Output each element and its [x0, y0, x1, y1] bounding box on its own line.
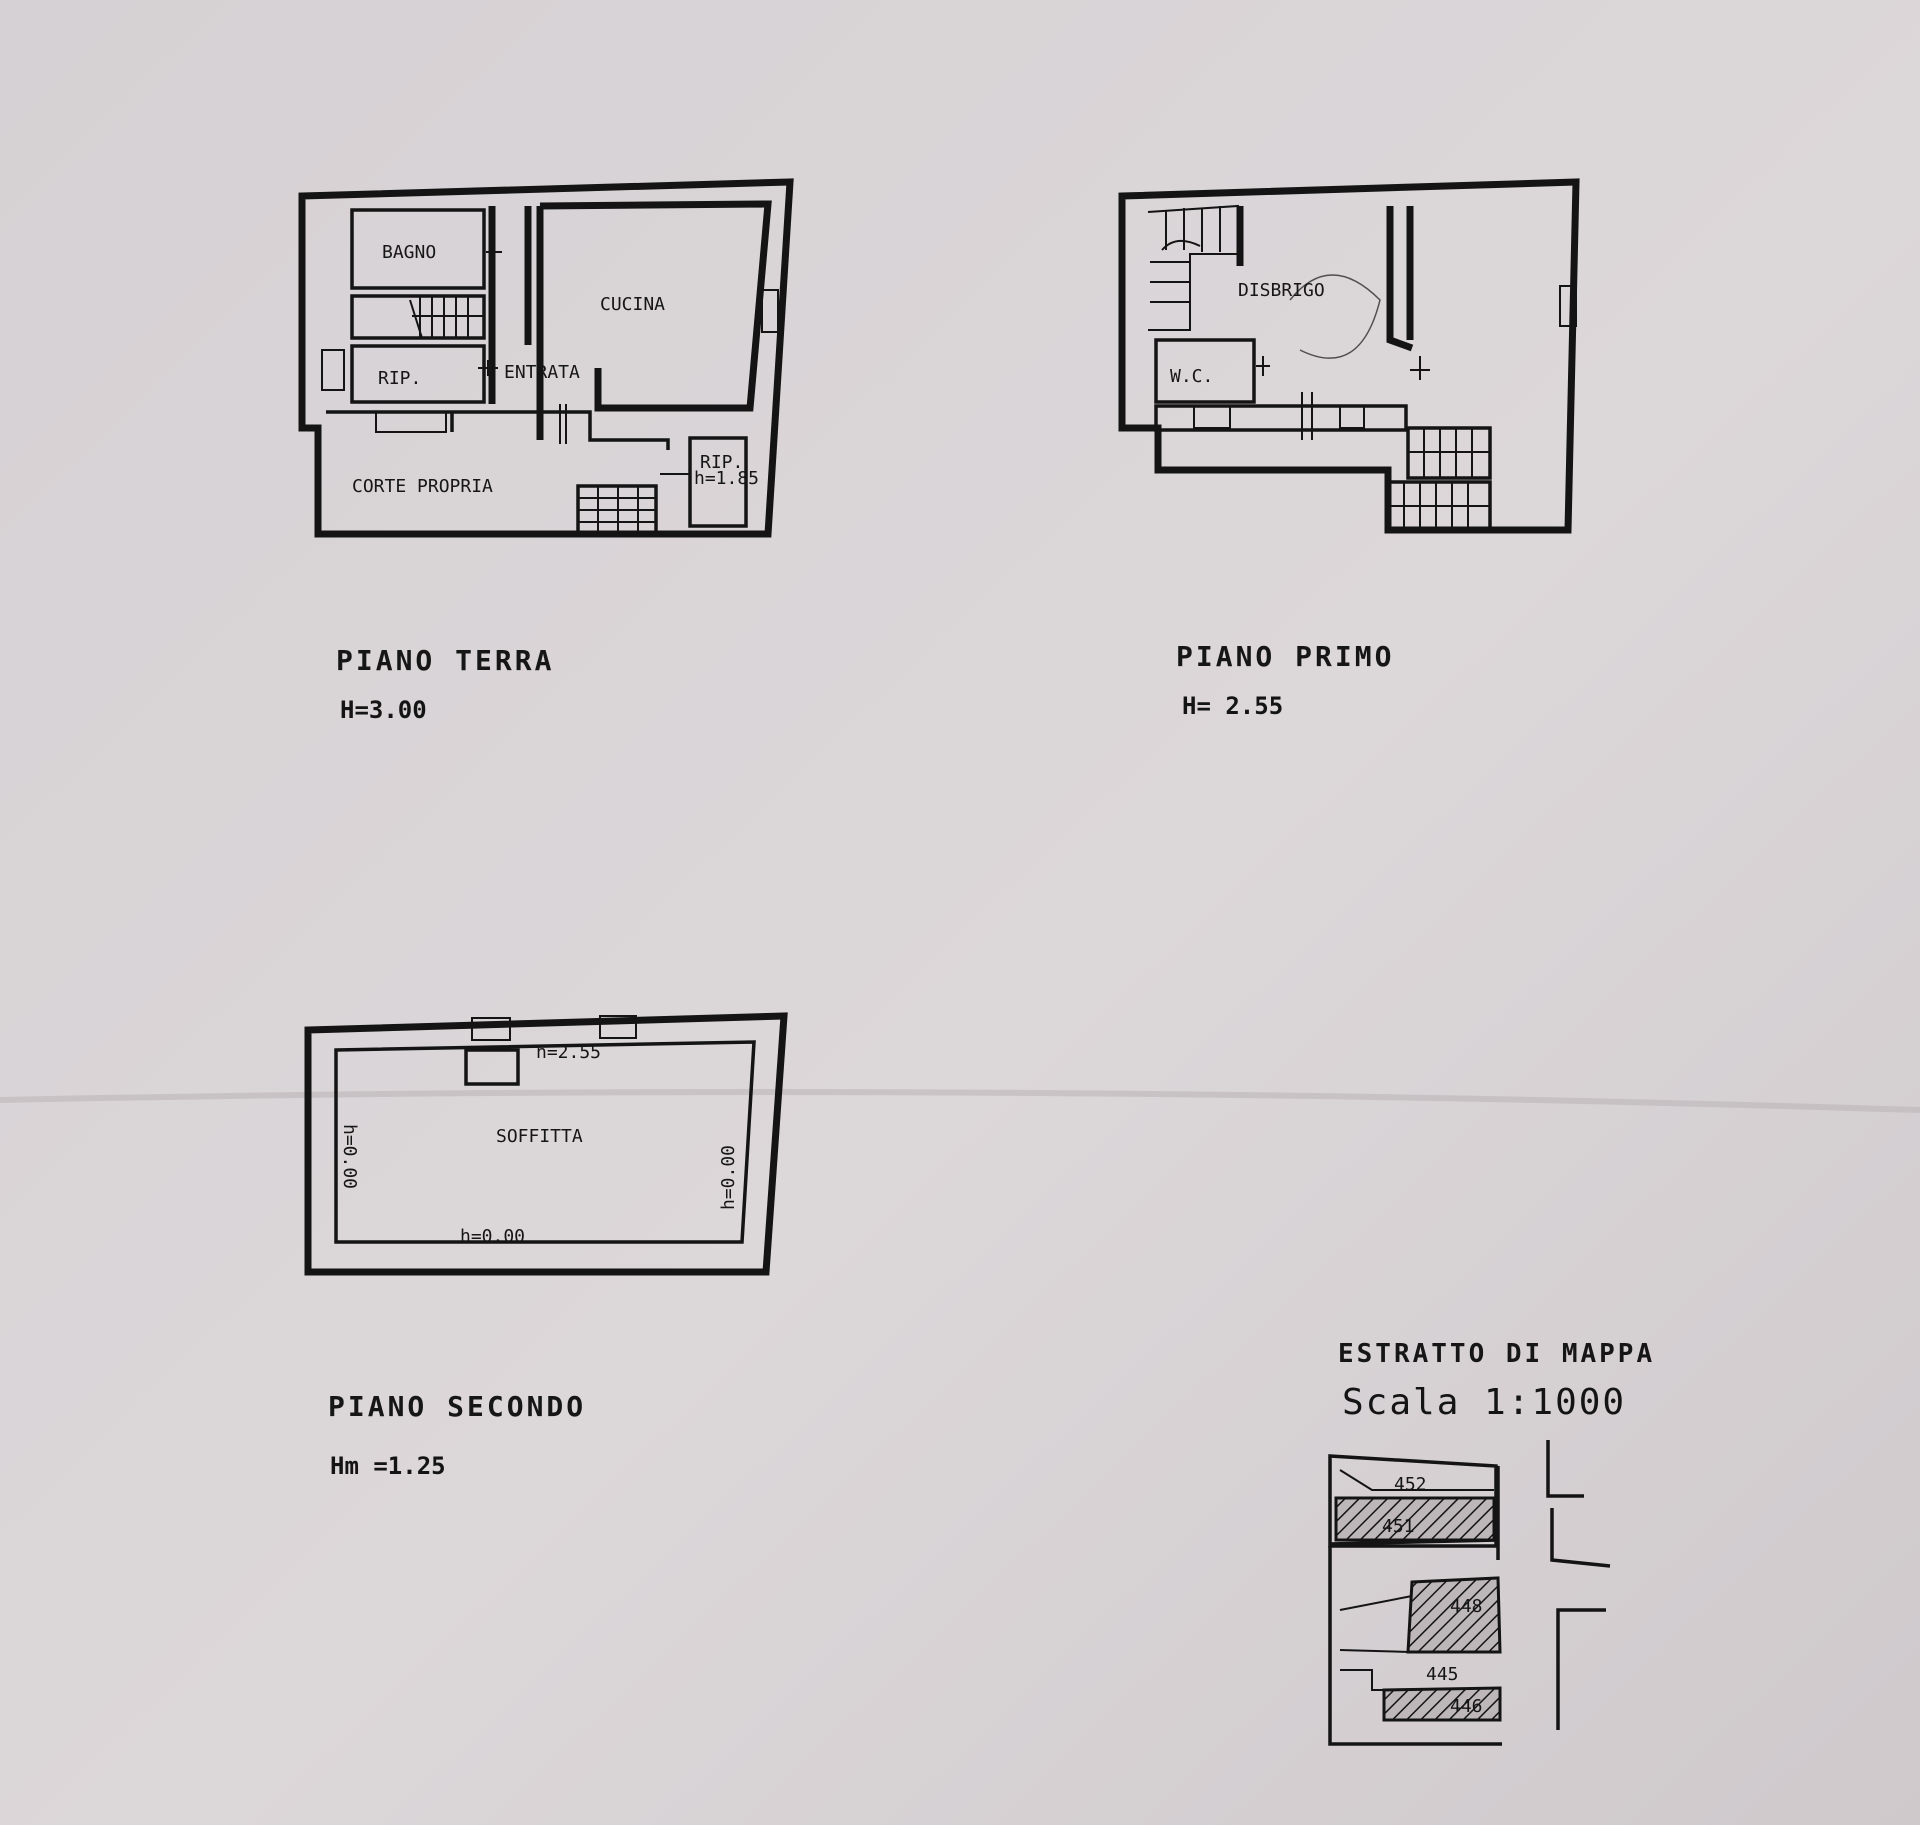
second-label-h-left: h=0.00: [339, 1124, 360, 1189]
first-wc-room: [1154, 338, 1256, 404]
parcel-label-446: 446: [1450, 1696, 1483, 1717]
paper-fold: [0, 1089, 1920, 1113]
parcel-451: [1334, 1496, 1496, 1542]
map-extract-title: ESTRATTO DI MAPPA: [1338, 1339, 1655, 1369]
first-label-wc: W.C.: [1170, 366, 1213, 387]
parcel-446: [1382, 1686, 1502, 1722]
ground-label-cucina: CUCINA: [600, 294, 665, 315]
second-soffitta-room: [334, 1040, 756, 1244]
parcel-label-452: 452: [1394, 1474, 1427, 1495]
ground-label-corte: CORTE PROPRIA: [352, 476, 493, 497]
ground-label-rip2-height: h=1.85: [694, 468, 759, 489]
parcel-448: [1406, 1576, 1502, 1654]
second-chimney: [464, 1048, 520, 1086]
first-outer-wall: [1118, 178, 1580, 534]
ground-rip2-room: [688, 436, 748, 528]
ground-floor-height: H=3.00: [340, 696, 427, 724]
second-outer-wall: [304, 1012, 788, 1276]
parcel-label-445: 445: [1426, 1664, 1459, 1685]
ground-floor-plan: BAGNO CUCINA RIP. ENTRATA CORTE PROPRIA …: [298, 178, 794, 538]
ground-cucina-room: [539, 200, 772, 412]
parcel-label-448: 448: [1450, 1596, 1483, 1617]
second-label-soffitta: SOFFITTA: [496, 1126, 583, 1147]
first-label-disbrigo: DISBRIGO: [1238, 280, 1325, 301]
ground-outer-wall: [298, 178, 794, 538]
ground-rip-room: [350, 344, 486, 404]
ground-label-entrata: ENTRATA: [504, 362, 580, 383]
second-floor-plan: SOFFITTA h=2.55 h=0.00 h=0.00 h=0.00: [304, 1012, 788, 1276]
first-floor-height: H= 2.55: [1182, 692, 1283, 720]
map-extract-scale: Scala 1:1000: [1342, 1382, 1626, 1423]
first-floor-title: PIANO PRIMO: [1176, 640, 1394, 673]
second-label-h-top: h=2.55: [536, 1042, 601, 1063]
first-floor-plan: DISBRIGO W.C.: [1118, 178, 1580, 534]
second-label-h-right: h=0.00: [718, 1145, 739, 1210]
ground-bagno-room: [350, 208, 486, 290]
ground-label-rip2: RIP.: [700, 452, 743, 473]
map-extract: 452 451 448 445 446: [1328, 1440, 1611, 1746]
ground-floor-title: PIANO TERRA: [336, 644, 554, 677]
second-floor-height: Hm =1.25: [330, 1452, 446, 1480]
second-floor-title: PIANO SECONDO: [328, 1390, 586, 1423]
ground-label-bagno: BAGNO: [382, 242, 436, 263]
parcel-label-451: 451: [1382, 1516, 1415, 1537]
ground-label-rip: RIP.: [378, 368, 421, 389]
second-label-h-bottom: h=0.00: [460, 1226, 525, 1247]
